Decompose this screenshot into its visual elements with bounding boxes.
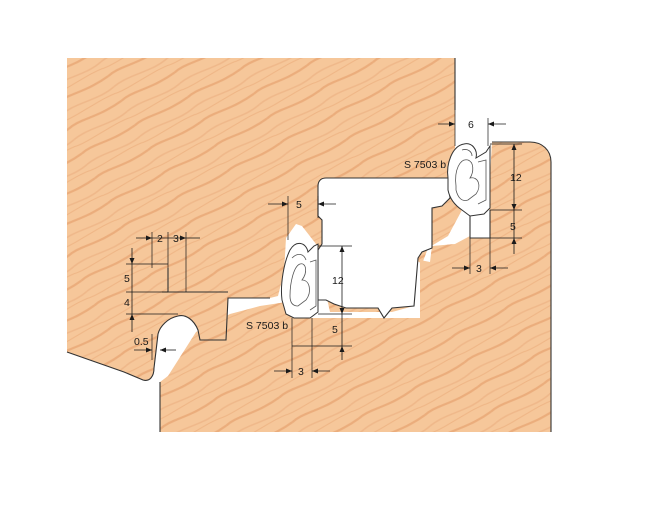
- svg-text:S 7503 b: S 7503 b: [246, 320, 288, 332]
- dim-left-h2-label: 4: [124, 297, 130, 309]
- dim-mid-width-label: 3: [298, 366, 304, 378]
- frame-profile: [160, 142, 551, 432]
- dim-left-w1-label: 2: [157, 233, 163, 245]
- seal-upper-label: S 7503 b: [404, 159, 446, 171]
- dim-right-height-label: 12: [510, 172, 522, 184]
- seal-upper: [447, 143, 491, 217]
- dim-mid-lip-label: 5: [332, 324, 338, 336]
- dim-left-widths: 2 3: [136, 232, 200, 292]
- dim-mid-lip: 5: [292, 314, 352, 360]
- dim-mid-height: 12: [318, 245, 352, 315]
- dim-mid-gap-label: 5: [296, 199, 302, 211]
- dim-left-h1-label: 5: [124, 273, 130, 285]
- dim-left-w2-label: 3: [173, 233, 179, 245]
- dim-left-h3-label: 0.5: [134, 336, 149, 348]
- dim-left-clearance: 0.5: [134, 334, 176, 360]
- dim-mid-height-label: 12: [332, 275, 344, 287]
- dim-right-lip-label: 5: [510, 221, 516, 233]
- svg-text:S 7503 b: S 7503 b: [404, 159, 446, 171]
- seal-lower: [281, 243, 319, 319]
- seal-lower-label: S 7503 b: [246, 320, 288, 332]
- dim-top-gap-label: 6: [468, 119, 474, 131]
- dim-mid-gap: 5: [268, 196, 336, 240]
- dim-right-height: 12: [490, 143, 522, 211]
- dim-right-width: 3: [452, 238, 508, 275]
- dim-top-gap: 6: [438, 110, 506, 146]
- dim-right-lip: 5: [490, 210, 522, 254]
- dim-mid-width: 3: [274, 318, 330, 378]
- dim-right-width-label: 3: [476, 263, 482, 275]
- dim-left-heights: 5 4: [124, 248, 178, 332]
